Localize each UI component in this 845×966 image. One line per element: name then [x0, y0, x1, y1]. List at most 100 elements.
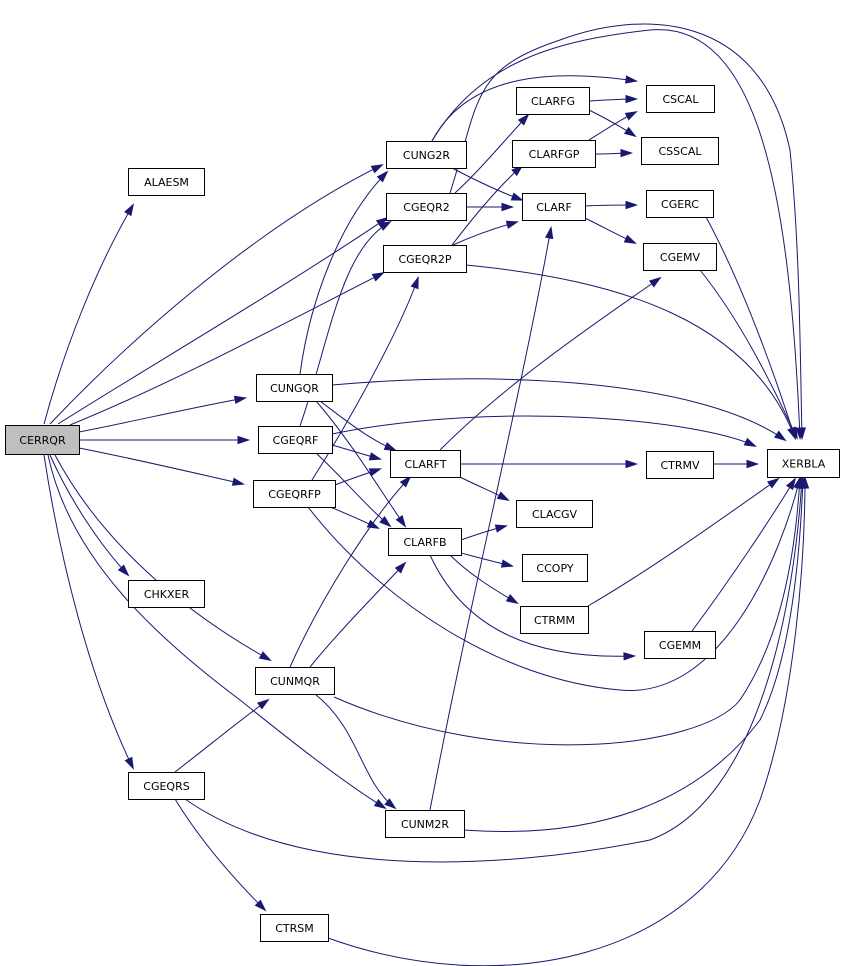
node-ctrmm[interactable]: CTRMM	[520, 606, 589, 634]
node-label: CGEQR2	[403, 201, 449, 214]
edge-cgeqrfp-to-clarft	[334, 468, 382, 486]
node-label: CUNMQR	[270, 675, 320, 688]
node-clarfgp[interactable]: CLARFGP	[512, 140, 596, 168]
edge-cerrqr-to-cgeqr2p	[69, 272, 385, 426]
node-cgemv[interactable]: CGEMV	[643, 243, 717, 271]
edge-cgeqr2-to-clarfg	[454, 113, 530, 194]
node-cgeqrs[interactable]: CGEQRS	[128, 772, 205, 800]
edge-line	[314, 693, 396, 809]
node-clarf[interactable]: CLARF	[522, 193, 586, 221]
node-label: XERBLA	[782, 458, 826, 471]
node-box	[512, 140, 596, 168]
arrowhead	[231, 477, 246, 486]
node-box	[646, 85, 715, 113]
node-cung2r[interactable]: CUNG2R	[386, 141, 467, 169]
node-clacgv[interactable]: CLACGV	[516, 500, 593, 528]
arrowhead	[383, 442, 397, 451]
arrowhead	[124, 756, 134, 770]
edge-cunmqr-to-cunm2r	[314, 693, 397, 810]
node-label: CSSCAL	[659, 145, 703, 158]
node-label: CHKXER	[144, 588, 190, 601]
edge-line	[333, 477, 801, 746]
node-label: ALAESM	[144, 176, 189, 189]
node-box	[386, 141, 467, 169]
edge-cunmqr-to-clarfb	[309, 561, 407, 668]
arrowhead	[624, 111, 638, 121]
edge-cgemm-to-xerbla	[691, 477, 797, 632]
node-cungqr[interactable]: CUNGQR	[256, 374, 333, 402]
edge-cunm2r-to-clarf	[429, 225, 554, 811]
node-xerbla[interactable]: XERBLA	[767, 449, 840, 478]
arrowhead	[773, 430, 787, 442]
edge-cgeqrs-to-ctrsm	[174, 798, 267, 912]
edge-clarft-to-ctrmv	[459, 459, 639, 469]
node-cgerc[interactable]: CGERC	[646, 190, 714, 218]
edge-cerrqr-to-cgeqrfp	[78, 447, 246, 486]
edge-cunm2r-to-xerbla	[463, 475, 807, 833]
arrowhead	[510, 192, 524, 201]
node-ccopy[interactable]: CCOPY	[522, 554, 588, 582]
arrowhead	[743, 437, 757, 447]
node-chkxer[interactable]: CHKXER	[128, 580, 205, 608]
edge-line	[54, 454, 271, 661]
edge-clarfgp-to-cscal	[588, 111, 638, 141]
edge-clarfb-to-cgemm	[429, 554, 637, 661]
node-cunmqr[interactable]: CUNMQR	[255, 667, 335, 695]
arrowhead	[625, 459, 639, 469]
edge-cerrqr-to-cunm2r	[47, 454, 387, 810]
edge-line	[699, 269, 798, 439]
arrowhead	[797, 427, 806, 441]
edge-line	[311, 277, 419, 481]
node-label: CGEQRF	[273, 434, 319, 447]
edge-ctrmv-to-xerbla	[712, 459, 760, 469]
node-cgeqr2p[interactable]: CGEQR2P	[383, 245, 467, 273]
arrowhead	[376, 170, 389, 183]
node-label: CGEQR2P	[398, 253, 451, 266]
node-box	[646, 190, 714, 218]
node-label: CSCAL	[663, 93, 700, 106]
node-cgeqrf[interactable]: CGEQRF	[258, 426, 333, 454]
edge-cungqr-to-xerbla	[331, 378, 787, 442]
edge-line	[174, 798, 266, 911]
edge-line	[331, 378, 786, 441]
node-label: CTRMV	[660, 459, 700, 472]
node-box	[388, 528, 462, 556]
arrowhead	[746, 459, 760, 469]
arrowhead	[623, 234, 637, 244]
edge-cgeqr2p-to-xerbla	[465, 264, 796, 440]
edge-line	[449, 23, 803, 439]
node-label: CLACGV	[532, 508, 578, 521]
edge-cunmqr-to-clarft	[289, 475, 412, 668]
node-label: CGEQRS	[143, 780, 189, 793]
arrowhead	[257, 698, 270, 710]
edge-line	[43, 204, 134, 425]
node-cgeqr2[interactable]: CGEQR2	[386, 193, 467, 221]
node-clarft[interactable]: CLARFT	[390, 450, 461, 478]
node-cgemm[interactable]: CGEMM	[644, 631, 716, 659]
edge-cgeqrf-to-clarft	[331, 444, 383, 461]
node-ctrsm[interactable]: CTRSM	[260, 914, 329, 942]
node-alaesm[interactable]: ALAESM	[128, 168, 205, 196]
node-box	[5, 425, 80, 455]
node-box	[522, 193, 586, 221]
node-cerrqr[interactable]: CERRQR	[5, 425, 80, 455]
edge-clarf-to-cgerc	[584, 200, 639, 210]
node-label: CLARFB	[403, 536, 446, 549]
node-label: CGERC	[661, 198, 699, 211]
arrowhead	[379, 516, 392, 528]
node-clarfb[interactable]: CLARFB	[388, 528, 462, 556]
arrowhead	[366, 519, 380, 529]
node-box	[520, 606, 589, 634]
node-box	[516, 500, 593, 528]
node-csscal[interactable]: CSSCAL	[641, 137, 719, 165]
node-cgeqrfp[interactable]: CGEQRFP	[253, 480, 336, 508]
edge-cerrqr-to-cungqr	[78, 395, 248, 433]
node-cscal[interactable]: CSCAL	[646, 85, 715, 113]
node-cunm2r[interactable]: CUNM2R	[385, 810, 465, 838]
edge-cgeqrfp-to-cgeqr2p	[311, 276, 419, 481]
node-ctrmv[interactable]: CTRMV	[646, 451, 714, 479]
edge-clarft-to-cgemv	[439, 276, 662, 451]
node-clarfg[interactable]: CLARFG	[516, 87, 590, 115]
edge-line	[49, 454, 129, 576]
node-box	[260, 914, 329, 942]
